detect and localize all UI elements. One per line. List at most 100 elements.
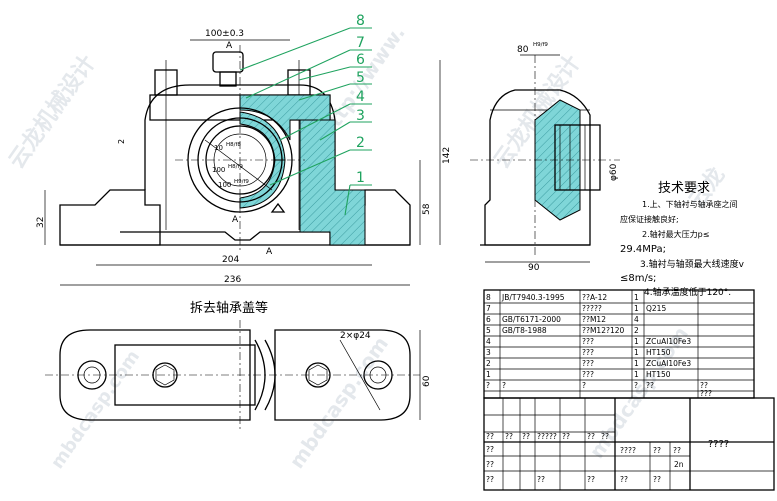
svg-text:??: ?? — [486, 432, 494, 441]
bom-cell-no: 6 — [486, 315, 491, 324]
bom-header-no: ? — [486, 381, 490, 390]
svg-text:??: ?? — [486, 445, 494, 454]
bom-cell-material: HT150 — [646, 348, 671, 357]
balloon-4: 4 — [356, 89, 365, 105]
bom-cell-name: ??? — [582, 359, 594, 368]
bom-cell-code: JB/T7940.3-1995 — [501, 293, 565, 302]
bom-cell-no: 1 — [486, 370, 491, 379]
bom-cell-no: 3 — [486, 348, 491, 357]
tech-line: 3.轴衬与轴颈最大线速度v — [640, 258, 745, 270]
bom-cell-name: ??? — [582, 370, 594, 379]
bom-cell-name: ??A-12 — [582, 293, 607, 302]
bom-header-material: ?? — [646, 381, 654, 390]
dim-2: 2 — [117, 139, 126, 144]
section-body — [299, 119, 366, 246]
tech-title: 技术要求 — [658, 181, 710, 196]
bom-cell-name: ????? — [582, 304, 602, 313]
dim-204: 204 — [222, 255, 239, 265]
svg-text:??: ?? — [620, 475, 628, 484]
bom-cell-no: 4 — [486, 337, 491, 346]
svg-text:??: ?? — [587, 432, 595, 441]
svg-text:??: ?? — [653, 475, 661, 484]
dim-bore-100: 100 — [212, 166, 225, 174]
top-view: 拆去轴承盖等 2×φ24 60 — [45, 300, 432, 430]
svg-text:??: ?? — [653, 446, 661, 455]
bom-cell-qty: 1 — [634, 293, 639, 302]
part-balloons: 8 7 6 5 4 3 2 1 — [239, 13, 372, 216]
bom-cell-material: HT150 — [646, 370, 671, 379]
svg-text:??: ?? — [587, 475, 595, 484]
top-view-title: 拆去轴承盖等 — [190, 300, 268, 316]
svg-text:??: ?? — [537, 475, 545, 484]
dim-bore-100-fit: H8/f9 — [228, 164, 243, 170]
dim-60: 60 — [422, 375, 432, 387]
dim-2xphi24: 2×φ24 — [340, 331, 371, 341]
watermark-text: mbdcasp.com — [47, 346, 144, 472]
bom-header-name: ? — [582, 381, 586, 390]
dim-bore-100b-fit: H9/f9 — [234, 179, 249, 185]
technical-requirements: 技术要求 1.上、下轴衬与轴承座之间 应保证接触良好; 2.轴衬最大压力p≤ 2… — [620, 181, 745, 298]
bom-header-code: ? — [502, 381, 506, 390]
bom-cell-material: Q215 — [646, 304, 666, 313]
bom-cell-no: 2 — [486, 359, 491, 368]
bom-header-qty: ? — [634, 381, 638, 390]
bom-cell-qty: 1 — [634, 370, 639, 379]
balloon-8: 8 — [356, 13, 365, 29]
svg-text:??: ?? — [486, 475, 494, 484]
tech-line: 2.轴衬最大压力p≤ — [642, 229, 709, 239]
section-mark-a: A — [266, 247, 273, 257]
bom-cell-qty: 1 — [634, 304, 639, 313]
balloon-7: 7 — [356, 35, 365, 51]
dim-bore-10-fit: H8/f8 — [226, 142, 241, 148]
bom-cell-qty: 1 — [634, 337, 639, 346]
tech-line: 1.上、下轴衬与轴承座之间 — [642, 199, 738, 209]
svg-text:????: ???? — [620, 446, 636, 455]
bom-cell-material: ZCuAl10Fe3 — [646, 337, 691, 346]
svg-text:?????: ????? — [537, 432, 557, 441]
drawing-title: ???? — [708, 439, 729, 450]
tech-line: ≤8m/s; — [620, 273, 656, 284]
bom-cell-qty: 1 — [634, 348, 639, 357]
dim-80: 80 — [517, 45, 529, 55]
tech-line: 29.4MPa; — [620, 244, 666, 255]
section-mark-a: A — [232, 215, 239, 225]
bom-cell-qty: 1 — [634, 359, 639, 368]
svg-text:??: ?? — [486, 460, 494, 469]
bom-cell-code: GB/T8-1988 — [502, 326, 547, 335]
bom-cell-name: ??M12?120 — [582, 326, 625, 335]
bom-cell-no: 7 — [486, 304, 491, 313]
dim-142: 142 — [442, 147, 452, 164]
bom-cell-name: ??M12 — [582, 315, 606, 324]
svg-text:??: ?? — [562, 432, 570, 441]
front-view: A A A 100±0.3 204 236 142 58 32 2 10 H8/… — [36, 13, 452, 286]
bom-cell-code: GB/T6171-2000 — [502, 315, 561, 324]
balloon-1: 1 — [356, 170, 365, 186]
dim-236: 236 — [224, 275, 241, 285]
svg-text:2n: 2n — [674, 460, 684, 469]
title-block: ???? ?? ?? ?? ????? ?? ?? ?? ?? ?? ???? … — [483, 397, 775, 491]
bom-cell-name: ??? — [582, 348, 594, 357]
dim-32: 32 — [36, 217, 46, 228]
oil-cup — [212, 51, 244, 73]
side-view: 80 H9/f9 90 φ60 — [470, 42, 620, 273]
tech-line: 应保证接触良好; — [620, 214, 679, 224]
svg-text:??: ?? — [601, 432, 609, 441]
bom-cell-qty: 4 — [634, 315, 639, 324]
bom-cell-qty: 2 — [634, 326, 639, 335]
svg-text:??: ?? — [505, 432, 513, 441]
balloon-5: 5 — [356, 70, 365, 86]
svg-text:??: ?? — [673, 446, 681, 455]
dim-80-fit: H9/f9 — [533, 42, 548, 48]
balloon-2: 2 — [356, 135, 365, 151]
bom-cell-material: ZCuAl10Fe3 — [646, 359, 691, 368]
dim-58: 58 — [422, 203, 432, 215]
dim-100: 100±0.3 — [205, 29, 244, 39]
dim-bore-10: 10 — [214, 144, 223, 152]
watermark-text: mbdcasp.com — [284, 332, 393, 473]
watermark-text: 云龙机械设计 — [4, 51, 100, 173]
tech-line: 4.轴承温度低于120°. — [644, 286, 731, 298]
bom-cell-no: 8 — [486, 293, 491, 302]
dim-90: 90 — [528, 263, 540, 273]
